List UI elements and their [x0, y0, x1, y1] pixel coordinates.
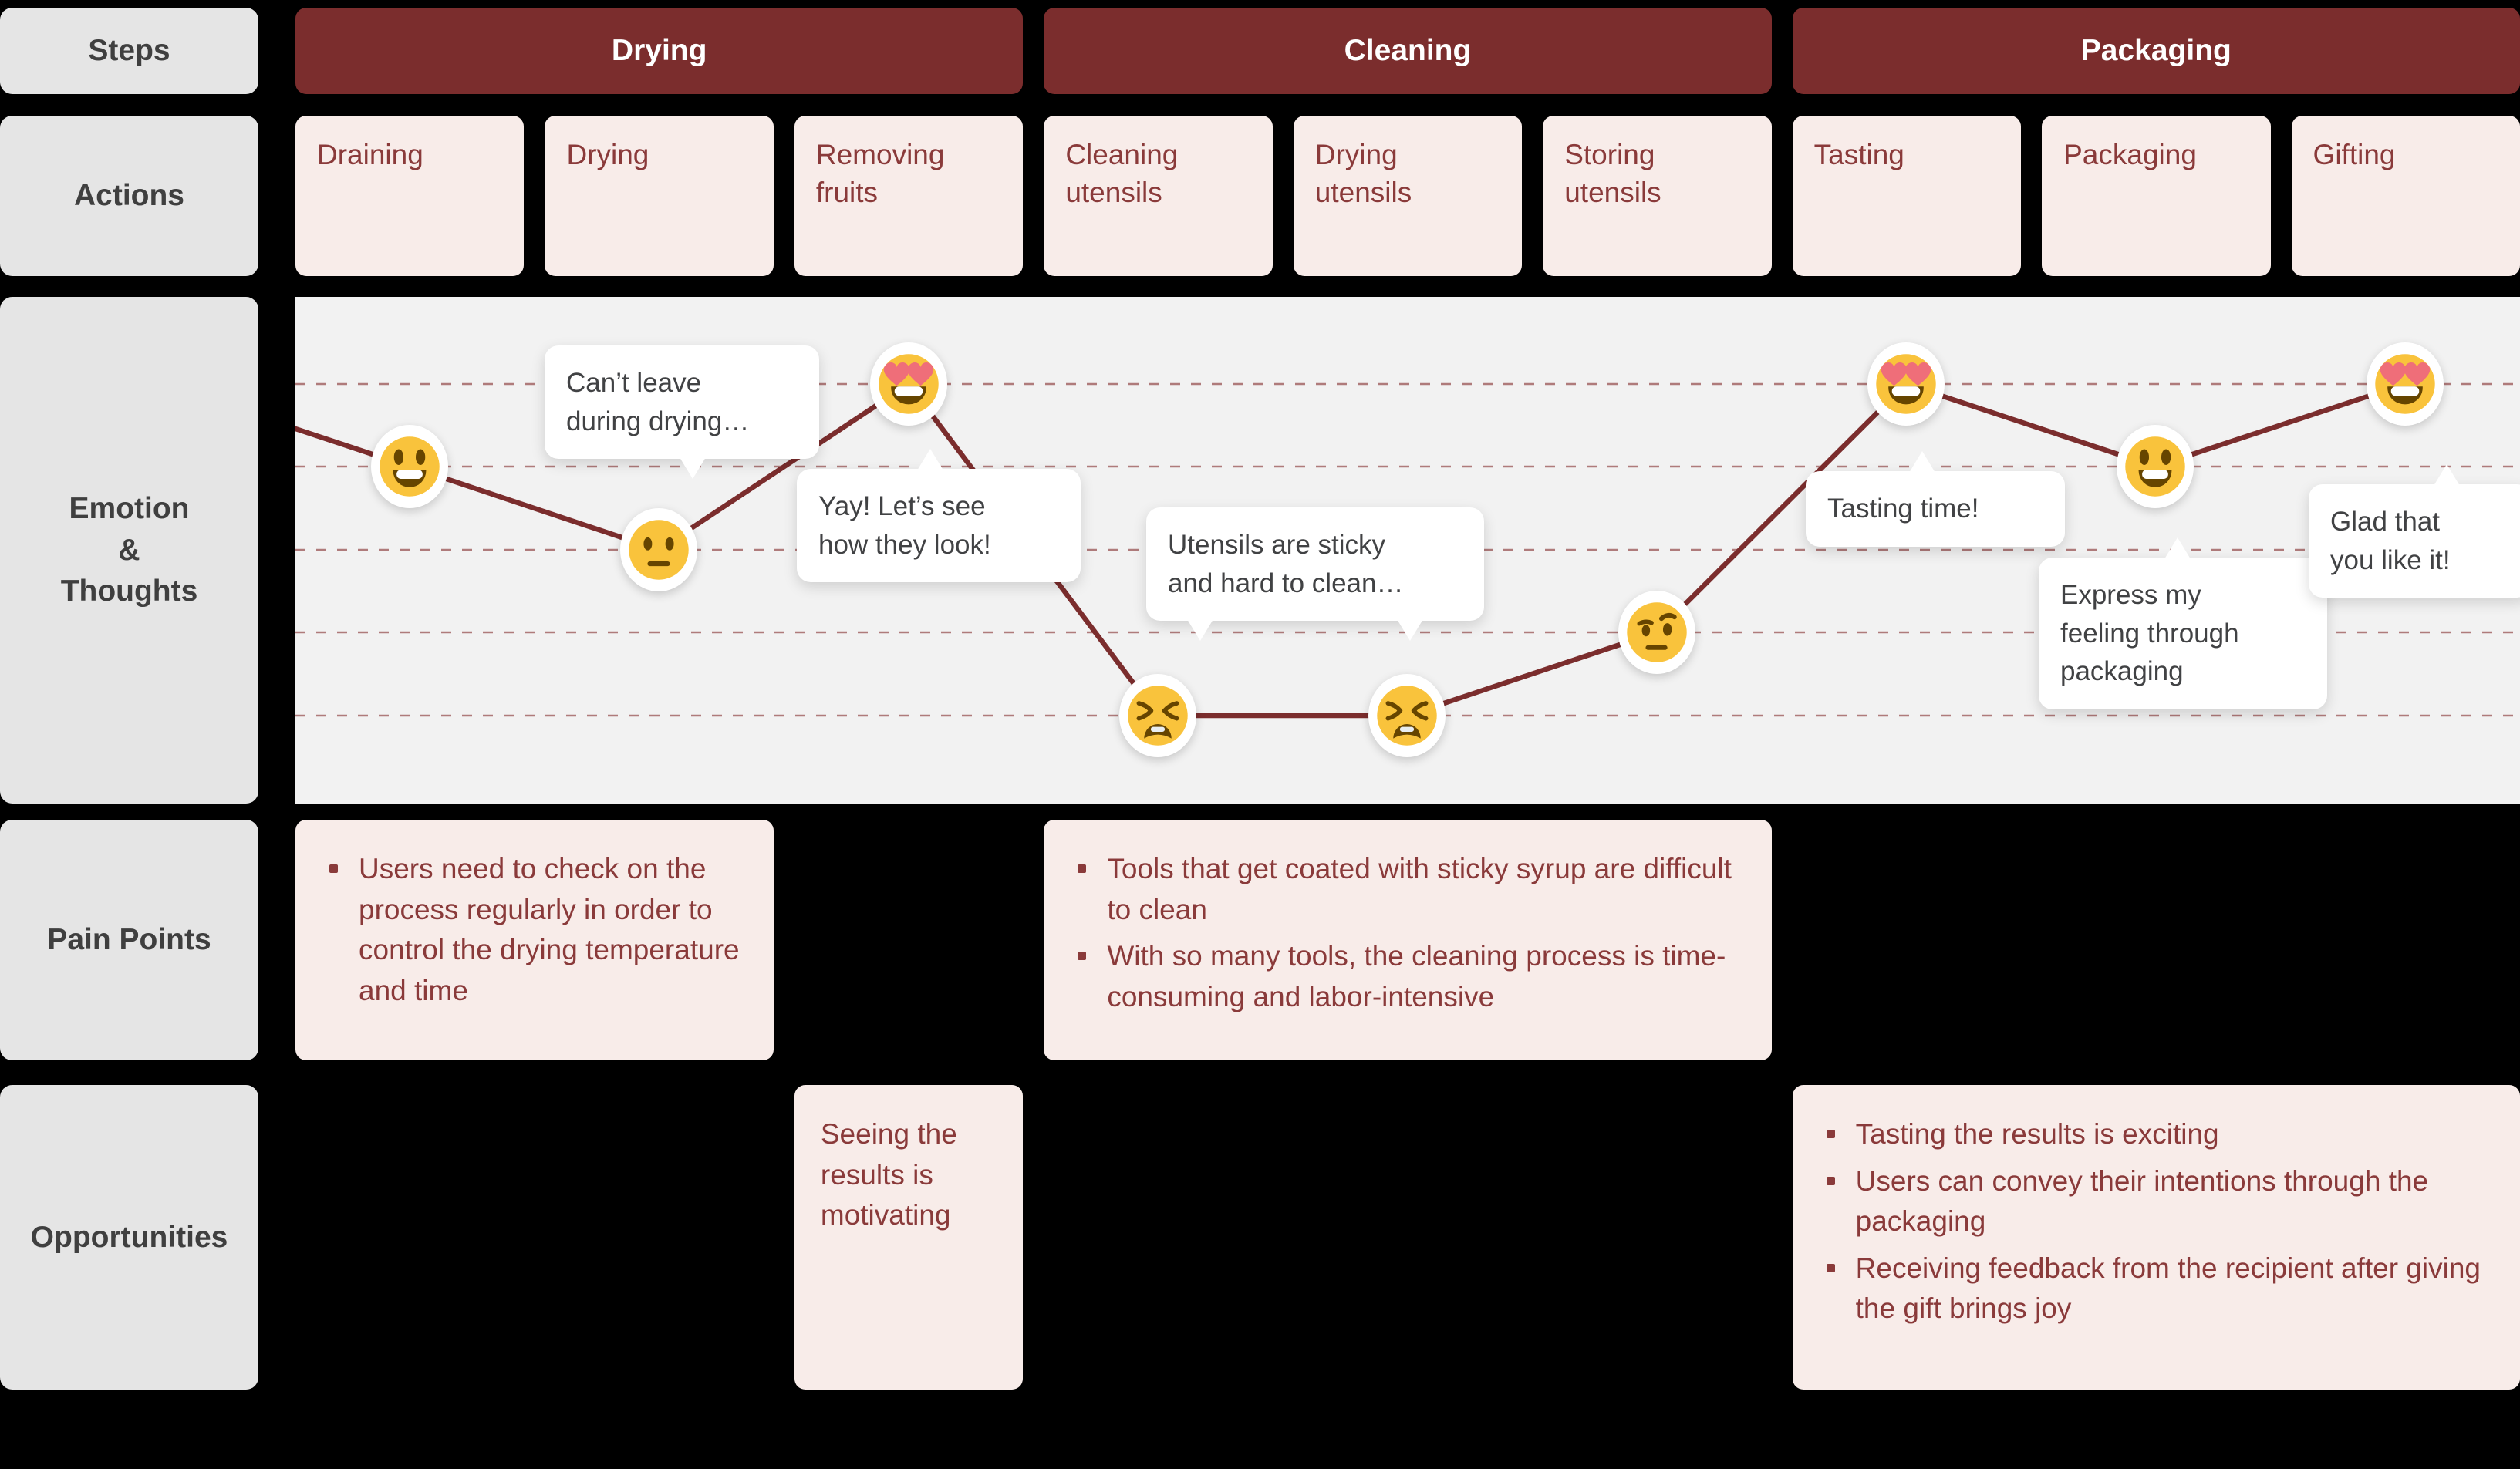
action-card-gifting: Gifting — [2291, 116, 2520, 276]
opportunity-item: Users can convey their intentions throug… — [1819, 1161, 2494, 1242]
step-header-cleaning: Cleaning — [1044, 8, 1772, 94]
speech-bubble-text: Can’t leave during drying… — [566, 368, 750, 436]
opportunity-card-packaging: Tasting the results is exciting Users ca… — [1792, 1085, 2520, 1390]
action-card-draining: Draining — [295, 116, 525, 276]
speech-bubble-tail — [2164, 537, 2191, 559]
heart-eyes-face-icon — [870, 342, 947, 426]
action-card-storing-utensils: Storing utensils — [1543, 116, 1772, 276]
grinning-face-icon — [2117, 425, 2194, 508]
row-label-steps: Steps — [0, 8, 258, 94]
speech-bubble: Utensils are sticky and hard to clean… — [1146, 507, 1484, 642]
row-label-emotion: Emotion & Thoughts — [0, 297, 258, 804]
opportunity-item: Tasting the results is exciting — [1819, 1114, 2494, 1155]
speech-bubble-text: Glad that you like it! — [2330, 507, 2451, 575]
speech-bubble-text: Utensils are sticky and hard to clean… — [1168, 530, 1404, 598]
speech-bubble-tail — [1396, 619, 1423, 642]
emotion-line — [295, 381, 2408, 719]
speech-bubble: Glad that you like it! — [2309, 464, 2520, 598]
pain-points-card-cleaning: Tools that get coated with sticky syrup … — [1044, 820, 1772, 1060]
opportunity-text: Seeing the results is motivating — [820, 1118, 957, 1231]
tired-face-icon — [1368, 674, 1446, 757]
action-card-drying-utensils: Drying utensils — [1293, 116, 1523, 276]
grinning-face-icon — [371, 425, 448, 508]
speech-bubble-tail — [1187, 619, 1214, 642]
speech-bubble-text: Yay! Let’s see how they look! — [818, 491, 991, 560]
opportunity-card-drying: Seeing the results is motivating — [794, 1085, 1024, 1390]
pain-points-card-drying: Users need to check on the process regul… — [295, 820, 774, 1060]
speech-bubble-tail — [2433, 464, 2460, 486]
speech-bubble-tail — [680, 457, 707, 480]
speech-bubble: Yay! Let’s see how they look! — [797, 449, 1081, 583]
tired-face-icon — [1119, 674, 1196, 757]
action-card-packaging: Packaging — [2042, 116, 2271, 276]
heart-eyes-face-icon — [1867, 342, 1945, 426]
action-card-cleaning-utensils: Cleaning utensils — [1044, 116, 1273, 276]
speech-bubble-text: Tasting time! — [1827, 494, 1979, 524]
step-header-drying: Drying — [295, 8, 1024, 94]
action-card-drying: Drying — [545, 116, 774, 276]
pain-point-item: Tools that get coated with sticky syrup … — [1070, 849, 1745, 930]
speech-bubble: Express my feeling through packaging — [2039, 537, 2327, 710]
heart-eyes-face-icon — [2367, 342, 2444, 426]
emotion-chart: Can’t leave during drying… Yay! Let’s see… — [295, 297, 2520, 804]
opportunity-item: Receiving feedback from the recipient af… — [1819, 1248, 2494, 1329]
row-label-opportunities: Opportunities — [0, 1085, 258, 1390]
speech-bubble-tail — [1909, 451, 1936, 473]
pain-point-item: With so many tools, the cleaning process… — [1070, 936, 1745, 1017]
speech-bubble-tail — [916, 449, 943, 470]
speech-bubble: Tasting time! — [1806, 451, 2065, 547]
action-card-tasting: Tasting — [1792, 116, 2022, 276]
speech-bubble: Can’t leave during drying… — [545, 345, 819, 480]
row-label-actions: Actions — [0, 116, 258, 276]
action-card-removing-fruits: Removing fruits — [794, 116, 1024, 276]
pain-point-item: Users need to check on the process regul… — [322, 849, 747, 1011]
neutral-face-icon — [620, 508, 697, 591]
row-label-pain-points: Pain Points — [0, 820, 258, 1060]
raised-eyebrow-face-icon — [1618, 591, 1695, 674]
speech-bubble-text: Express my feeling through packaging — [2060, 580, 2239, 687]
step-header-packaging: Packaging — [1792, 8, 2520, 94]
